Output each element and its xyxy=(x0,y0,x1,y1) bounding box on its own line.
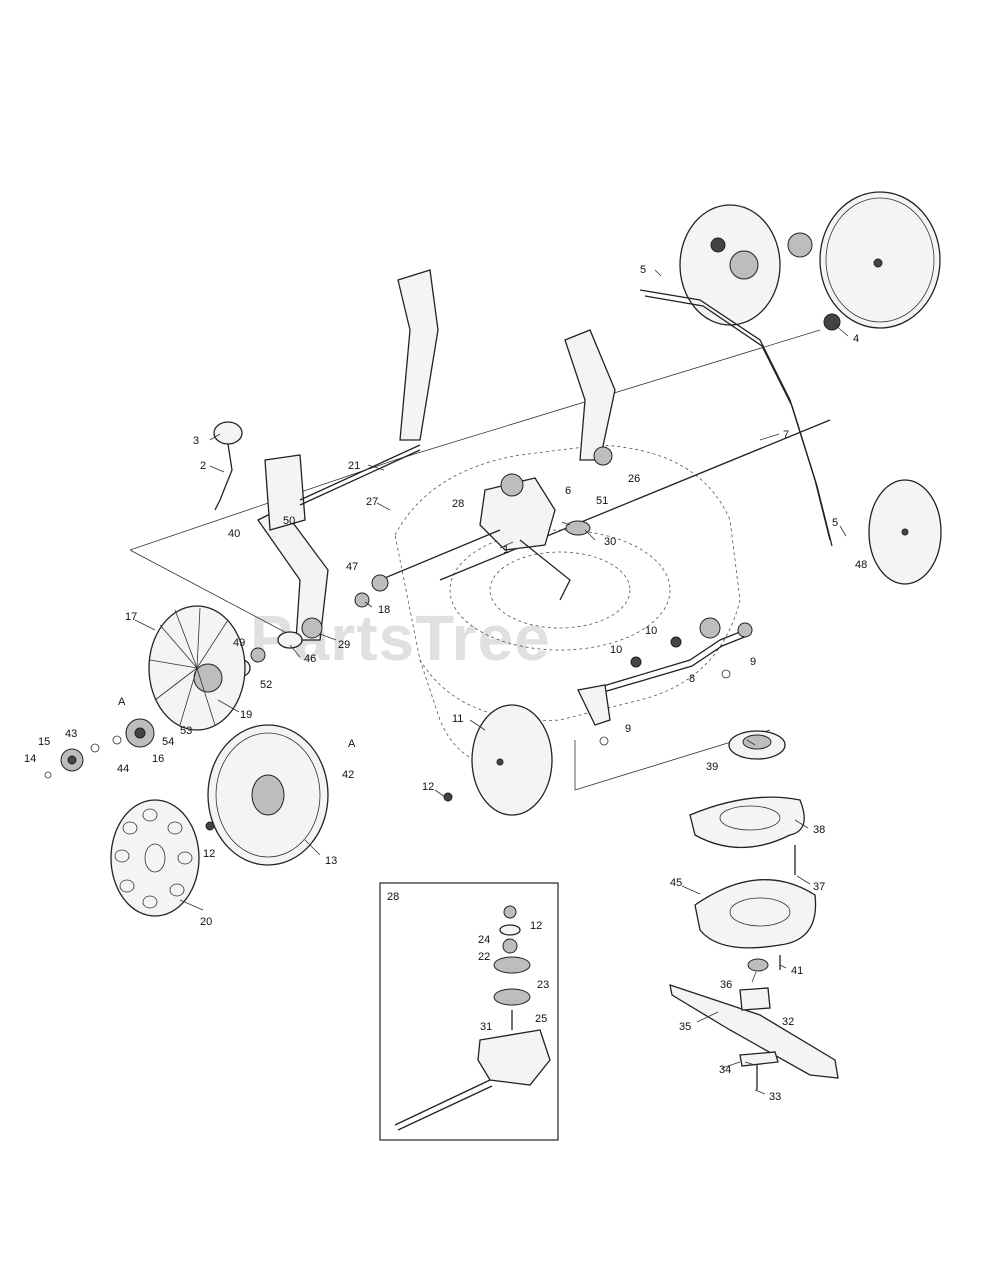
callout-11: 11 xyxy=(452,713,463,725)
callout-50: 50 xyxy=(283,515,295,527)
callout-38: 38 xyxy=(813,824,825,836)
inset-title: 28 xyxy=(387,891,399,903)
callout-36: 36 xyxy=(720,979,732,991)
shift-lever xyxy=(213,421,243,511)
rear-wheel-left xyxy=(205,724,329,866)
baffle-45 xyxy=(694,879,817,949)
callout-43: 43 xyxy=(65,728,77,740)
baffle-38 xyxy=(689,796,805,849)
callout-30: 30 xyxy=(604,536,616,548)
callout-37: 37 xyxy=(813,881,825,893)
callout-46: 46 xyxy=(304,653,316,665)
callout-40: 40 xyxy=(228,528,240,540)
inset-box: 28 xyxy=(379,882,559,1141)
wheel-cover xyxy=(110,799,200,917)
inset-callout-31: 31 xyxy=(480,1021,492,1033)
callout-2: 2 xyxy=(200,460,206,472)
callout-44: 44 xyxy=(117,763,129,775)
callout-42: 42 xyxy=(342,769,354,781)
callout-35: 35 xyxy=(679,1021,691,1033)
callout-41: 41 xyxy=(791,965,803,977)
callout-34: 34 xyxy=(719,1064,731,1076)
mower-deck xyxy=(129,329,821,791)
front-wheel-left xyxy=(443,704,553,816)
callout-9b: 9 xyxy=(625,723,631,735)
callout-52: 52 xyxy=(260,679,272,691)
inset-callout-12: 12 xyxy=(530,920,542,932)
callout-32: 32 xyxy=(782,1016,794,1028)
height-bracket-right xyxy=(564,329,616,466)
callout-15: 15 xyxy=(38,736,50,748)
callout-6: 6 xyxy=(565,485,571,497)
callout-7: 7 xyxy=(783,429,789,441)
callout-33: 33 xyxy=(769,1091,781,1103)
height-bracket-left xyxy=(257,269,439,641)
callout-18: 18 xyxy=(378,604,390,616)
blade-adapter xyxy=(728,730,786,760)
callout-54: 54 xyxy=(162,736,174,748)
front-wheel-right xyxy=(868,479,942,585)
rear-wheel-right xyxy=(819,191,941,329)
callout-12a: 12 xyxy=(422,781,434,793)
bushings-left xyxy=(233,574,389,677)
callout-A-right: A xyxy=(348,738,356,750)
callout-26: 26 xyxy=(628,473,640,485)
callout-16: 16 xyxy=(152,753,164,765)
callout-4: 4 xyxy=(853,333,859,345)
callout-14: 14 xyxy=(24,753,36,765)
callout-48: 48 xyxy=(855,559,867,571)
gear-left xyxy=(44,718,155,779)
callout-10b: 10 xyxy=(610,644,622,656)
callout-39: 39 xyxy=(706,761,718,773)
callout-27: 27 xyxy=(366,496,378,508)
leader-lines xyxy=(134,269,849,1095)
callout-5b: 5 xyxy=(832,517,838,529)
front-axle xyxy=(577,617,753,746)
gear-right xyxy=(787,232,841,331)
callout-12b: 12 xyxy=(203,848,215,860)
inset-callout-25: 25 xyxy=(535,1013,547,1025)
hubcap-left xyxy=(148,605,246,731)
hubcap-right xyxy=(679,204,781,326)
blade xyxy=(669,845,839,1090)
callout-17: 17 xyxy=(125,611,137,623)
transmission xyxy=(379,473,591,601)
callout-20: 20 xyxy=(200,916,212,928)
callout-13: 13 xyxy=(325,855,337,867)
callout-8: 8 xyxy=(689,673,695,685)
inset-callout-24: 24 xyxy=(478,934,490,946)
callout-1: 1 xyxy=(503,544,509,556)
callout-3: 3 xyxy=(193,435,199,447)
rear-axle-rod xyxy=(439,289,833,581)
callout-47: 47 xyxy=(346,561,358,573)
callout-10a: 10 xyxy=(645,625,657,637)
callout-19: 19 xyxy=(240,709,252,721)
callout-29: 29 xyxy=(338,639,350,651)
callout-9a: 9 xyxy=(750,656,756,668)
callout-49: 49 xyxy=(233,637,245,649)
callout-28: 28 xyxy=(452,498,464,510)
callout-51: 51 xyxy=(596,495,608,507)
callout-A-left: A xyxy=(118,696,126,708)
callout-53: 53 xyxy=(180,725,192,737)
inset-callout-23: 23 xyxy=(537,979,549,991)
callout-21: 21 xyxy=(348,460,360,472)
callout-5a: 5 xyxy=(640,264,646,276)
rod-21 xyxy=(299,444,421,506)
callout-45: 45 xyxy=(670,877,682,889)
inset-callout-22: 22 xyxy=(478,951,490,963)
callout-labels: 1 2 3 4 5 5 6 7 8 9 9 10 10 11 12 12 13 … xyxy=(24,264,867,1103)
